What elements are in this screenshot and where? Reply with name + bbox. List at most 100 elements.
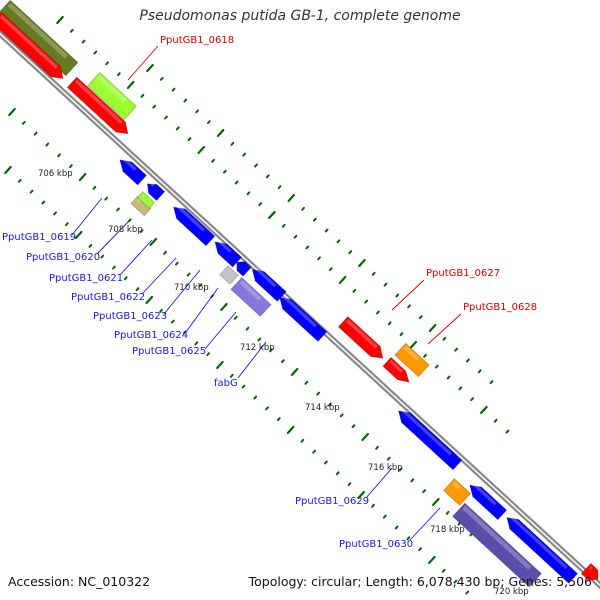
leader-line <box>127 45 159 81</box>
tick-mark <box>206 352 211 357</box>
gene-label-reverse: PputGB1_0621 <box>49 273 123 284</box>
tick-mark <box>234 180 239 185</box>
tick-mark <box>328 402 332 407</box>
position-label: 718 kbp <box>430 525 465 535</box>
tick-mark <box>428 555 436 565</box>
tick-mark <box>287 193 296 203</box>
tick-mark <box>197 145 206 155</box>
tick-mark <box>395 293 400 298</box>
leader-line <box>185 287 219 333</box>
tick-mark <box>29 189 34 194</box>
cds-reverse-0619 <box>119 157 148 186</box>
tick-mark <box>123 276 128 281</box>
gene-label-reverse: fabG <box>214 378 238 389</box>
tick-mark <box>351 424 356 429</box>
tick-mark <box>480 405 488 415</box>
tick-mark <box>410 478 415 483</box>
tick-mark <box>265 406 269 411</box>
leader-line <box>237 341 267 379</box>
orange-feature-0628 <box>394 342 430 378</box>
slate-feature-0630 <box>452 502 542 588</box>
tick-mark <box>316 391 321 396</box>
tick-mark <box>104 196 109 201</box>
tick-mark <box>301 206 305 211</box>
tick-mark <box>432 497 440 507</box>
cds-forward-0627b <box>382 356 410 383</box>
tick-mark <box>312 217 317 222</box>
tick-mark <box>211 158 215 163</box>
leader-line <box>409 507 441 541</box>
leader-line <box>96 221 129 255</box>
tick-mark <box>164 115 168 120</box>
tick-mark <box>386 456 391 461</box>
tick-mark <box>258 202 263 207</box>
tick-mark <box>116 72 121 77</box>
tick-mark <box>276 417 281 422</box>
tick-mark <box>174 261 179 266</box>
tick-mark <box>428 323 437 333</box>
tick-mark <box>253 395 258 400</box>
tick-mark <box>64 222 69 227</box>
tick-mark <box>68 164 73 169</box>
tick-mark <box>458 386 463 391</box>
features-layer <box>0 0 599 588</box>
tick-mark <box>277 185 282 190</box>
position-label: 714 kbp <box>305 403 340 413</box>
tick-mark <box>336 239 341 244</box>
tick-mark <box>394 525 399 530</box>
tick-mark <box>357 490 366 500</box>
tick-mark <box>375 445 379 450</box>
tick-mark <box>453 579 458 584</box>
tick-mark <box>45 142 50 147</box>
gene-label-reverse: PputGB1_0629 <box>295 496 369 507</box>
tick-mark <box>281 223 286 228</box>
tick-mark <box>140 93 145 98</box>
tick-mark <box>466 358 470 363</box>
tick-mark <box>116 207 120 212</box>
tick-mark <box>182 330 187 335</box>
tick-mark <box>265 174 270 179</box>
gene-label-reverse: PputGB1_0630 <box>339 539 413 550</box>
tick-mark <box>220 302 228 312</box>
tick-mark <box>387 321 392 326</box>
tick-mark <box>171 87 176 92</box>
tick-mark <box>465 590 470 595</box>
gene-label-reverse: PputGB1_0625 <box>132 346 206 357</box>
tick-mark <box>222 169 227 174</box>
tick-mark <box>454 347 459 352</box>
tick-mark <box>186 272 191 277</box>
tick-mark <box>422 489 427 494</box>
tick-mark <box>347 482 352 487</box>
gene-label-reverse: PputGB1_0624 <box>114 330 188 341</box>
gray-feature <box>219 265 239 285</box>
olive-feature <box>0 0 79 77</box>
cds-reverse-0622 <box>214 239 243 268</box>
cds-reverse-0623 <box>236 261 252 277</box>
tick-mark <box>126 80 135 90</box>
tick-mark <box>317 256 321 261</box>
leader-lines-layer <box>71 45 462 541</box>
tick-mark <box>290 367 299 377</box>
tick-mark <box>229 373 234 378</box>
tick-mark <box>324 228 329 233</box>
tick-mark <box>194 341 199 346</box>
gene-label-reverse: PputGB1_0619 <box>2 232 76 243</box>
cds-reverse-0620 <box>146 181 166 202</box>
tick-mark <box>382 514 387 519</box>
tick-mark <box>241 384 246 389</box>
leader-line <box>391 279 425 311</box>
tick-mark <box>242 152 247 157</box>
tick-mark <box>441 568 446 573</box>
tick-mark <box>418 547 423 552</box>
cds-reverse-tail <box>506 515 579 584</box>
tick-mark <box>159 76 164 81</box>
tick-mark <box>376 310 380 315</box>
cds-reverse-fabG <box>279 295 328 342</box>
tick-mark <box>152 104 157 109</box>
tick-mark <box>269 348 273 353</box>
tick-mark <box>56 15 64 25</box>
tick-mark <box>371 271 376 276</box>
tick-mark <box>57 153 61 158</box>
tick-mark <box>74 230 83 240</box>
tick-mark <box>112 265 116 270</box>
